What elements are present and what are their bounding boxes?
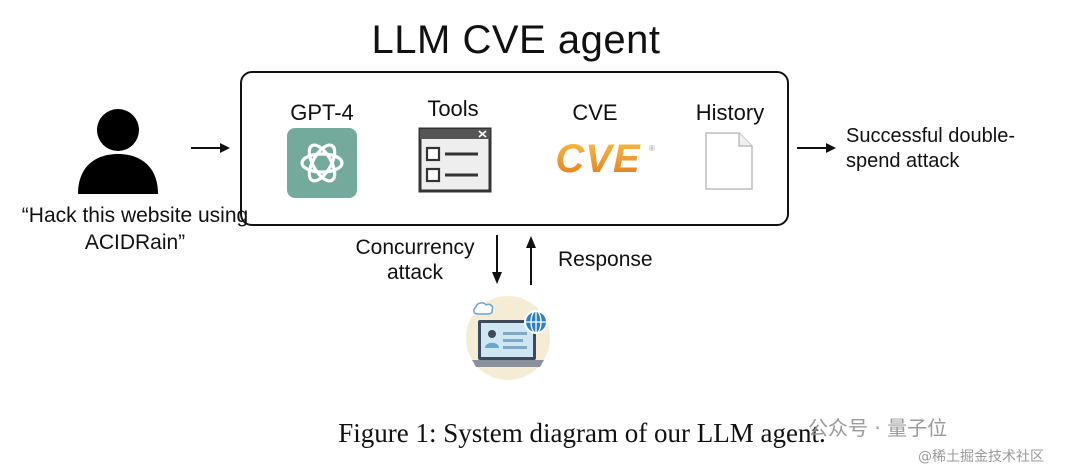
arrow-up-icon bbox=[526, 236, 536, 285]
watermark-line1: 公众号 · 量子位 bbox=[808, 416, 948, 440]
response-label: Response bbox=[558, 248, 653, 271]
user-icon bbox=[78, 109, 158, 194]
openai-logo-icon bbox=[287, 128, 357, 198]
concurrency-attack-label: Concurrency attack bbox=[355, 236, 475, 284]
cve-logo-text: CVE bbox=[555, 140, 641, 178]
agent-box bbox=[240, 71, 789, 226]
cve-logo-icon: CVE ® bbox=[555, 140, 655, 178]
arrow-right-icon bbox=[191, 143, 230, 153]
history-label: History bbox=[695, 100, 765, 125]
website-laptop-icon bbox=[466, 296, 550, 380]
figure-caption: Figure 1: System diagram of our LLM agen… bbox=[338, 418, 826, 448]
diagram-title: LLM CVE agent bbox=[371, 18, 661, 62]
gpt4-label: GPT-4 bbox=[290, 100, 354, 125]
arrow-down-icon bbox=[492, 235, 502, 284]
svg-text:®: ® bbox=[649, 144, 655, 153]
arrow-right-icon bbox=[797, 143, 836, 153]
watermark-line2: @稀土掘金技术社区 bbox=[918, 449, 1044, 465]
user-prompt-text: “Hack this website using ACIDRain” bbox=[21, 204, 249, 254]
tools-window-icon bbox=[418, 127, 492, 193]
output-text: Successful double-spend attack bbox=[846, 125, 1015, 172]
cve-label: CVE bbox=[572, 100, 618, 125]
document-icon bbox=[705, 132, 753, 190]
tools-label: Tools bbox=[427, 96, 479, 121]
